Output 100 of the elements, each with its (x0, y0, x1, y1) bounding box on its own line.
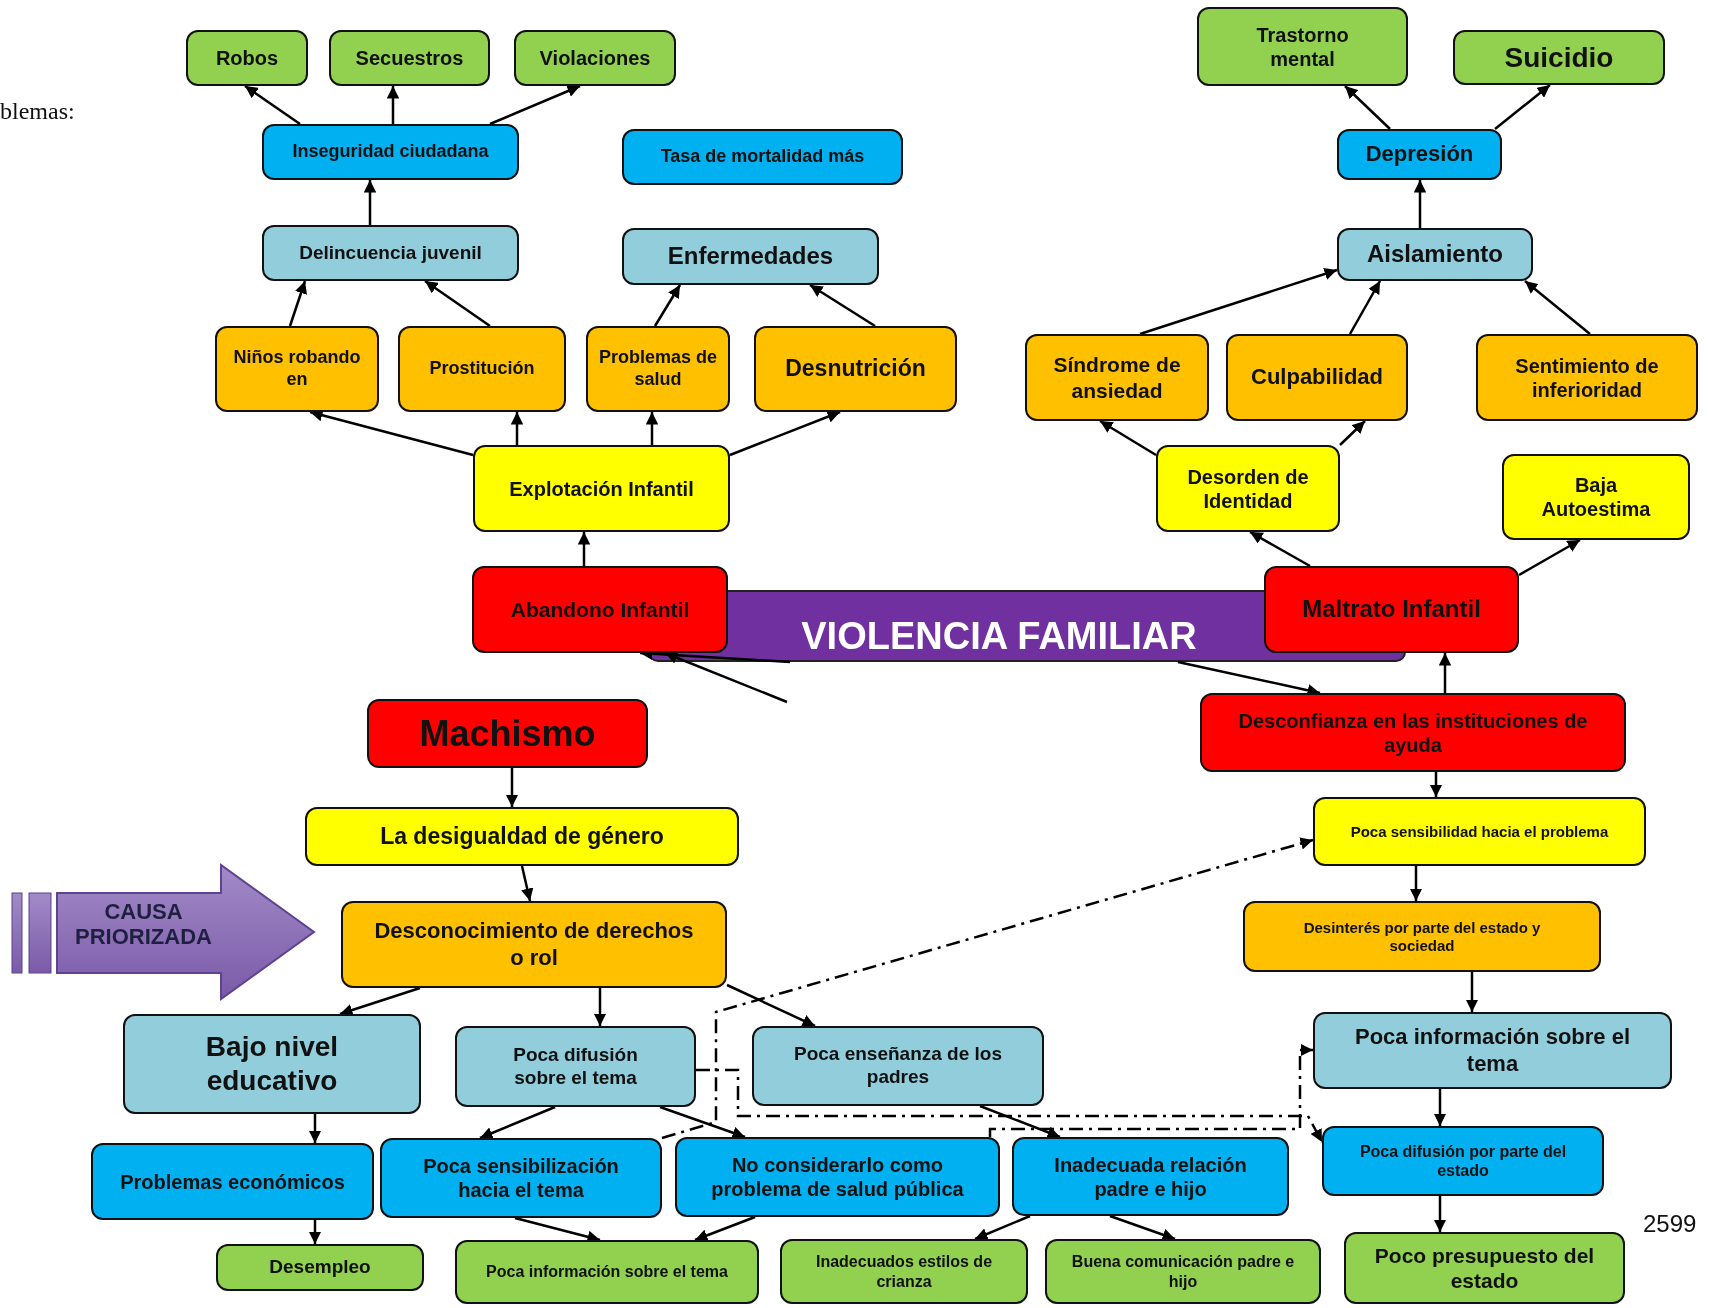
concept-box (1012, 1137, 1289, 1216)
arrow (505, 768, 519, 807)
node-label: Prostitución (429, 358, 535, 380)
concept-box (455, 1240, 759, 1304)
arrow (1339, 420, 1366, 446)
node-label: Desinterés por parte del estado y sociedad (1302, 918, 1542, 955)
concept-box (1045, 1239, 1321, 1304)
concept-box (91, 1143, 374, 1220)
arrow (308, 1114, 322, 1143)
concept-box (305, 807, 739, 866)
node-label: No considerarlo como problema de salud pública (710, 1153, 965, 1201)
node-label: Sentimiento de inferioridad (1514, 353, 1660, 402)
node-label: Poca información sobre el tema (1353, 1024, 1632, 1077)
arrow (1465, 972, 1479, 1012)
arrow (1494, 84, 1551, 130)
arrow (1139, 267, 1338, 336)
concept-box (1226, 334, 1408, 421)
arrow (664, 651, 788, 704)
concept-box (1156, 445, 1340, 532)
arrow (514, 1216, 601, 1243)
arrow (979, 1104, 1061, 1139)
concept-box (752, 1026, 1044, 1106)
node-label: Maltrato Infantil (1302, 595, 1481, 624)
node-label: Poca difusión sobre el tema (512, 1043, 639, 1090)
concept-box (1337, 129, 1502, 180)
text-fragment: blemas: (0, 98, 75, 125)
node-label: La desigualdad de género (380, 822, 664, 851)
callout-label: CAUSA PRIORIZADA (74, 899, 213, 950)
concept-box (398, 326, 566, 412)
node-label: Machismo (419, 711, 596, 756)
arrow (288, 280, 307, 327)
arrow (479, 1105, 556, 1140)
dash-dot-arrow (661, 837, 1314, 1140)
concept-box (380, 1138, 662, 1218)
arrow (726, 983, 816, 1028)
arrow (653, 284, 682, 327)
node-label: Suicidio (1504, 40, 1614, 75)
arrow (1344, 85, 1391, 130)
dash-dot-arrow (696, 1068, 1324, 1143)
node-label: Desnutrición (785, 355, 926, 383)
concept-box (1200, 693, 1626, 772)
node-label: Problemas de salud (597, 347, 718, 391)
arrow (974, 1214, 1031, 1241)
concept-box (262, 124, 519, 180)
node-label: Poco presupuesto del estado (1373, 1242, 1596, 1294)
arrow (510, 412, 524, 445)
concept-box (329, 30, 490, 86)
arrow (645, 412, 659, 445)
concept-box (1476, 334, 1698, 421)
node-label: Abandono Infantil (510, 596, 690, 623)
arrow (1409, 866, 1423, 901)
arrow (1433, 1196, 1447, 1232)
node-label: Poca difusión por parte del estado (1358, 1141, 1568, 1181)
node-label: Problemas económicos (120, 1169, 345, 1194)
concept-box (1197, 7, 1408, 86)
node-label: Inadecuada relación padre e hijo (1053, 1152, 1248, 1201)
concept-box (473, 445, 730, 532)
concept-box (472, 566, 728, 653)
concept-box (1025, 334, 1209, 421)
arrow (1249, 530, 1311, 568)
arrow (308, 1220, 322, 1244)
concept-box (1264, 566, 1519, 653)
node-label: Enfermedades (667, 242, 834, 271)
concept-box (514, 30, 676, 86)
concept-box (1313, 797, 1646, 866)
arrow (520, 865, 534, 902)
concept-box (1502, 454, 1690, 540)
concept-box (586, 326, 730, 412)
arrow (1524, 280, 1591, 335)
node-label: Inadecuados estilos de crianza (814, 1252, 994, 1291)
concept-box (754, 326, 957, 412)
concept-box (1322, 1126, 1604, 1196)
node-label: Poca enseñanza de los padres (793, 1043, 1003, 1089)
node-label: Trastorno mental (1255, 22, 1350, 71)
arrow (1099, 419, 1157, 457)
arrow (1429, 772, 1443, 797)
concept-box (455, 1026, 696, 1107)
node-label: Desconfianza en las instituciones de ayuda (1237, 708, 1589, 757)
arrow (309, 409, 474, 457)
node-label: Poca sensibilidad hacia el problema (1350, 822, 1609, 841)
arrow (1438, 653, 1452, 693)
node-label: Desorden de Identidad (1186, 464, 1310, 513)
node-label: Buena comunicación padre e hijo (1070, 1252, 1296, 1291)
node-label: Culpabilidad (1251, 364, 1383, 391)
node-label: Niños robando en (232, 347, 362, 391)
arrow (1433, 1089, 1447, 1126)
concept-box (780, 1239, 1028, 1304)
node-label: Robos (215, 46, 279, 70)
node-label: Desconocimiento de derechos o rol (373, 918, 695, 971)
concept-box (622, 129, 903, 185)
arrow (1518, 538, 1581, 577)
node-label: Poca información sobre el tema (486, 1262, 728, 1282)
node-label: Bajo nivel educativo (204, 1030, 340, 1098)
arrow (424, 279, 491, 328)
concept-box (1337, 228, 1533, 281)
arrow (489, 84, 581, 126)
concept-box (123, 1014, 421, 1114)
arrow (577, 532, 591, 566)
node-label: Desempleo (269, 1256, 371, 1279)
node-label: Violaciones (539, 46, 651, 70)
